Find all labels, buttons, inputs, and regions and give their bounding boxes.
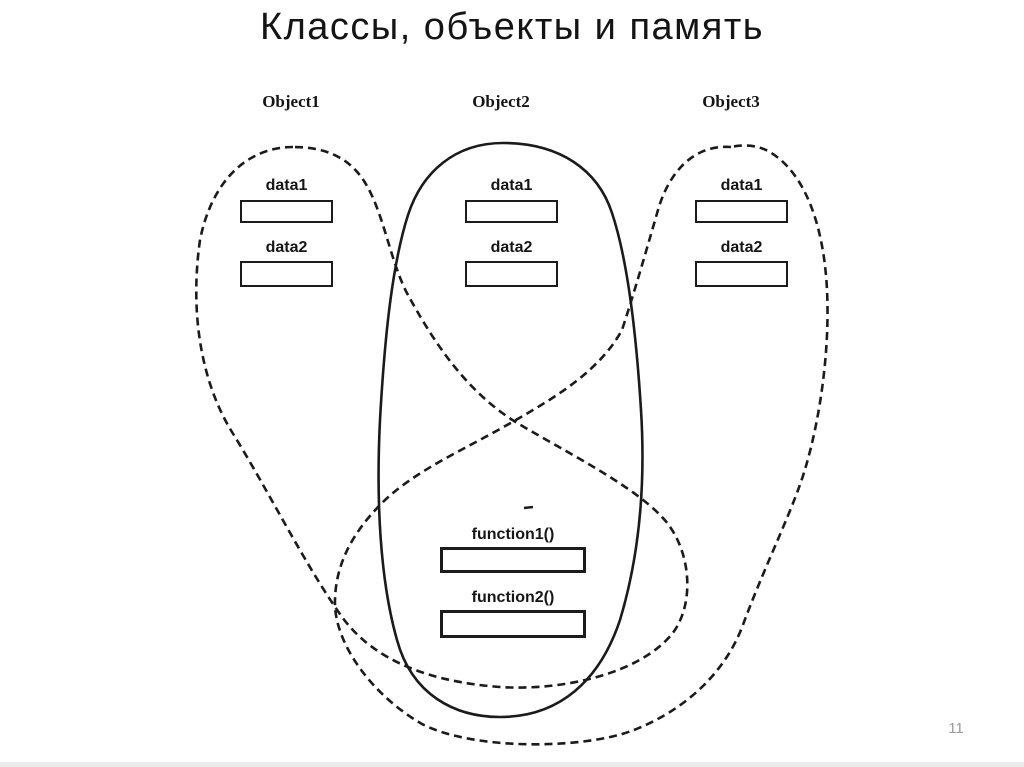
slide-bottom-edge [0,762,1024,767]
object3-outline [333,144,829,746]
object3-data1-label: data1 [720,177,763,194]
object1-label: Object1 [262,92,320,111]
object1-data1-label: data1 [265,177,308,194]
object2-label: Object2 [472,92,530,111]
function1-slot [440,547,586,573]
object2-data2-label: data2 [490,239,533,256]
object2-data1-slot [465,200,558,223]
object1-data1-slot [240,200,333,223]
function1-label: function1() [471,526,555,543]
object3-data2-label: data2 [720,239,763,256]
slide-title: Классы, объекты и память [259,6,765,48]
scan-artifact-mark [523,505,534,510]
object3-data2-slot [695,261,788,287]
object1-data2-slot [240,261,333,287]
function2-label: function2() [471,589,555,606]
object1-data2-label: data2 [265,239,308,256]
page-number: 11 [948,720,964,737]
object2-data2-slot [465,261,558,287]
object3-label: Object3 [702,92,760,111]
object3-data1-slot [695,200,788,223]
function2-slot [440,610,586,638]
object2-data1-label: data1 [490,177,533,194]
